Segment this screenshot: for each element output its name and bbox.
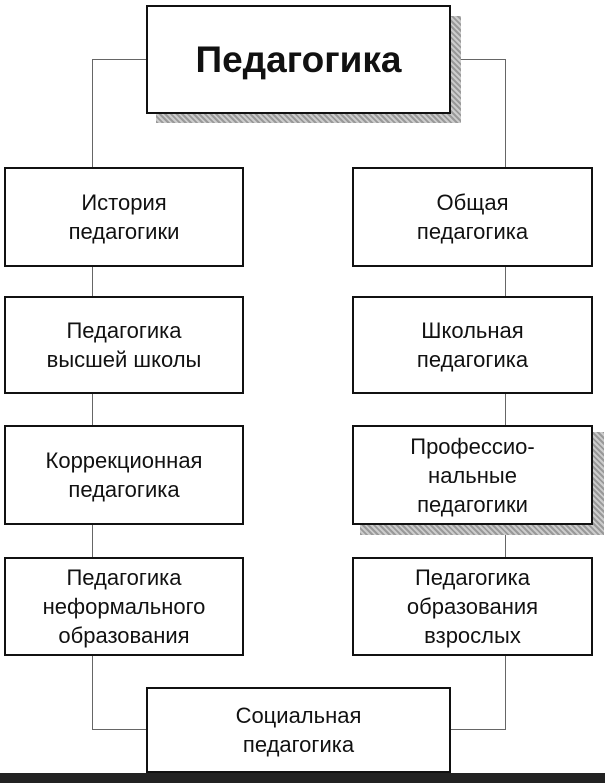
- box-line: неформального: [42, 594, 206, 619]
- box-line: Коррекционная: [45, 448, 203, 473]
- box-line: педагогики: [68, 219, 180, 244]
- box-line: педагогика: [416, 347, 529, 372]
- box-line: Общая: [436, 190, 509, 215]
- box-correctional: Коррекционная педагогика: [4, 425, 244, 525]
- title-box: Педагогика: [146, 5, 451, 114]
- box-general: Общая педагогика: [352, 167, 593, 267]
- title-text: Педагогика: [195, 39, 402, 80]
- box-line: педагогика: [416, 219, 529, 244]
- box-line: Педагогика: [414, 565, 531, 590]
- box-line: высшей школы: [46, 347, 202, 372]
- box-line: Педагогика: [66, 565, 182, 590]
- box-line: педагогики: [417, 491, 528, 517]
- box-line: нальные: [428, 462, 517, 488]
- box-social: Социальная педагогика: [146, 687, 451, 773]
- box-informal: Педагогика неформального образования: [4, 557, 244, 656]
- connector-left: [92, 59, 93, 730]
- box-line: Профессио-: [410, 433, 535, 459]
- box-line: образования: [58, 623, 190, 648]
- box-line: История: [81, 190, 167, 215]
- box-higher-school: Педагогика высшей школы: [4, 296, 244, 394]
- box-line: педагогика: [68, 477, 180, 502]
- box-line: Педагогика: [66, 318, 182, 343]
- connector-right: [505, 59, 506, 730]
- box-professional: Профессио- нальные педагогики: [352, 425, 593, 525]
- box-line: Социальная: [235, 703, 362, 728]
- box-adult: Педагогика образования взрослых: [352, 557, 593, 656]
- box-history: История педагогики: [4, 167, 244, 267]
- box-school: Школьная педагогика: [352, 296, 593, 394]
- box-line: педагогика: [242, 732, 355, 757]
- bottom-bar: [0, 773, 605, 783]
- box-line: Школьная: [421, 318, 524, 343]
- box-line: образования: [406, 594, 539, 619]
- box-line: взрослых: [424, 623, 521, 648]
